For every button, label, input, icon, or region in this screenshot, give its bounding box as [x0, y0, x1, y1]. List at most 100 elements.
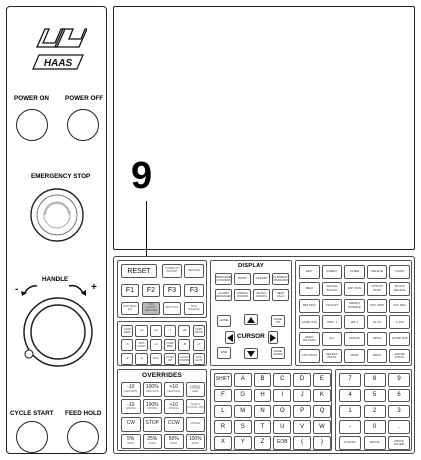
override-key-handle-control-feed[interactable]: HANDLE CONTROL FEED [185, 382, 205, 397]
num-key-cancel[interactable]: CANCEL [339, 436, 361, 450]
alpha-key-f[interactable]: F [214, 388, 232, 403]
alpha-key-o[interactable]: O [273, 404, 292, 419]
alpha-key-m[interactable]: M [233, 404, 252, 419]
display-key-alarm-messages[interactable]: ALARM MESSAGES [215, 289, 232, 301]
cursor-left-key[interactable] [225, 331, 235, 344]
num-key-sym[interactable]: - [339, 420, 361, 434]
jog-key-aux-clnt[interactable]: AUX CLNT [192, 353, 205, 365]
num-key-4[interactable]: 4 [339, 388, 361, 403]
reset-key[interactable]: RESET [121, 264, 157, 278]
part-zero-set-key[interactable]: PART ZERO SET [121, 302, 139, 315]
display-key-help-calc[interactable]: HELP CALC [272, 289, 289, 301]
jog-key-clnt-up[interactable]: CLNT UP [163, 353, 177, 365]
alpha-key-n[interactable]: N [253, 404, 272, 419]
alpha-key-g[interactable]: G [233, 388, 252, 403]
override-key-spindle[interactable]: SPINDLE [185, 416, 205, 432]
num-key-8[interactable]: 8 [363, 373, 386, 387]
num-key-3[interactable]: 3 [388, 404, 410, 419]
mode-key-001-1[interactable]: .001 1. [344, 315, 365, 330]
cycle-start-button[interactable] [16, 421, 48, 453]
mode-key-atc-rev[interactable]: ATC REV [389, 298, 410, 313]
recover-key[interactable]: RECOVER [184, 264, 204, 278]
power-on-button[interactable] [16, 109, 48, 141]
num-key-5[interactable]: 5 [363, 388, 386, 403]
alpha-key-j[interactable]: J [293, 388, 311, 403]
mode-key-send[interactable]: SEND [344, 349, 365, 363]
f4-key[interactable]: F3 [184, 284, 204, 297]
page-down-key[interactable]: PAGE DOWN [271, 347, 285, 359]
override-key-100[interactable]: 100%RAPID [185, 433, 205, 449]
mode-key-option-stop[interactable]: OPTION STOP [366, 281, 388, 296]
cursor-down-key[interactable] [244, 348, 258, 359]
f2-key[interactable]: F2 [142, 284, 160, 297]
mode-key-0001-1[interactable]: .0001 .1 [321, 315, 343, 330]
jog-key-a[interactable]: +A [135, 325, 148, 337]
mode-key-alter[interactable]: ALTER [344, 265, 365, 279]
num-key-space[interactable]: SPACE [363, 436, 386, 450]
mode-key-zero-return[interactable]: ZERO RETURN [299, 332, 320, 347]
mode-key-recv[interactable]: RECV [366, 349, 388, 363]
alpha-key-x[interactable]: X [214, 436, 232, 450]
override-key-ccw[interactable]: CCW [164, 416, 184, 432]
mode-key-orient-spindle[interactable]: ORIENT SPINDLE [344, 298, 365, 313]
alpha-key-v[interactable]: V [293, 420, 311, 434]
alpha-key-p[interactable]: P [293, 404, 311, 419]
emergency-stop-button[interactable] [29, 187, 85, 243]
jog-key-y[interactable]: -Y [163, 325, 177, 337]
mode-key-mdi-dnc[interactable]: MDI DNC [299, 298, 320, 313]
display-key-program-convers[interactable]: PROGRAM CONVERS [215, 273, 232, 285]
alpha-key-l[interactable]: L [214, 404, 232, 419]
override-key-100[interactable]: 100%SPINDLE [142, 399, 162, 415]
num-key-7[interactable]: 7 [339, 373, 361, 387]
mode-key-coolnt[interactable]: COOLNT [321, 298, 343, 313]
override-key-100[interactable]: 100%FEED RATE [142, 382, 162, 397]
alpha-key-r[interactable]: R [214, 420, 232, 434]
power-up-restart-key[interactable]: POWER UP RESTART [162, 264, 182, 278]
jog-key-z[interactable]: -Z [121, 353, 134, 365]
f1-key[interactable]: F1 [121, 284, 139, 297]
override-key-cw[interactable]: CW [121, 416, 141, 432]
jog-key-chip-stop[interactable]: CHIP STOP [192, 325, 205, 337]
mode-key-1-100[interactable]: .1 100. [389, 315, 410, 330]
page-up-key[interactable]: PAGE UP [271, 315, 285, 327]
alpha-key-sym[interactable]: ( [293, 436, 311, 450]
override-key-5[interactable]: 5%RAPID [121, 433, 141, 449]
mode-key-dry-run[interactable]: DRY RUN [344, 281, 365, 296]
cursor-right-key[interactable] [268, 331, 278, 344]
jog-key-a[interactable]: -A [135, 353, 148, 365]
jog-key-chip-fwd[interactable]: CHIP FWD [121, 325, 134, 337]
alpha-key-z[interactable]: Z [253, 436, 272, 450]
override-key-stop[interactable]: STOP [142, 416, 162, 432]
mode-key-01-10[interactable]: .01 10. [366, 315, 388, 330]
num-key-6[interactable]: 6 [388, 388, 410, 403]
mode-key-atc-fwd[interactable]: ATC FWD [366, 298, 388, 313]
tool-release-key[interactable]: TOOL RELEASE [184, 302, 204, 315]
mode-key-list-prog[interactable]: LIST PROG [299, 349, 320, 363]
alpha-key-a[interactable]: A [233, 373, 252, 387]
cursor-up-key[interactable] [244, 314, 258, 325]
handwheel[interactable] [23, 297, 93, 367]
mode-key-mem[interactable]: MEM [299, 281, 320, 296]
alpha-key-t[interactable]: T [253, 420, 272, 434]
jog-key-b[interactable]: -B [178, 339, 191, 351]
jog-key-z[interactable]: +Z [149, 325, 162, 337]
mode-key-erase-prog[interactable]: ERASE PROG [389, 349, 410, 363]
jog-key-b[interactable]: +B [178, 325, 191, 337]
alpha-key-c[interactable]: C [273, 373, 292, 387]
mode-key-select-prog[interactable]: SELECT PROG [321, 349, 343, 363]
num-key-2[interactable]: 2 [363, 404, 386, 419]
alpha-key-u[interactable]: U [273, 420, 292, 434]
alpha-key-sym[interactable]: ) [313, 436, 331, 450]
display-key-setng-graph[interactable]: SETNG GRAPH [253, 289, 270, 301]
mode-key-origin[interactable]: ORIGIN [344, 332, 365, 347]
display-key-offset[interactable]: OFFSET [253, 273, 270, 285]
jog-key-y[interactable]: +Y [192, 339, 205, 351]
alpha-key-s[interactable]: S [233, 420, 252, 434]
f3-key[interactable]: F3 [163, 284, 181, 297]
jog-key-x[interactable]: -X [121, 339, 134, 351]
mode-key-edit[interactable]: EDIT [299, 265, 320, 279]
